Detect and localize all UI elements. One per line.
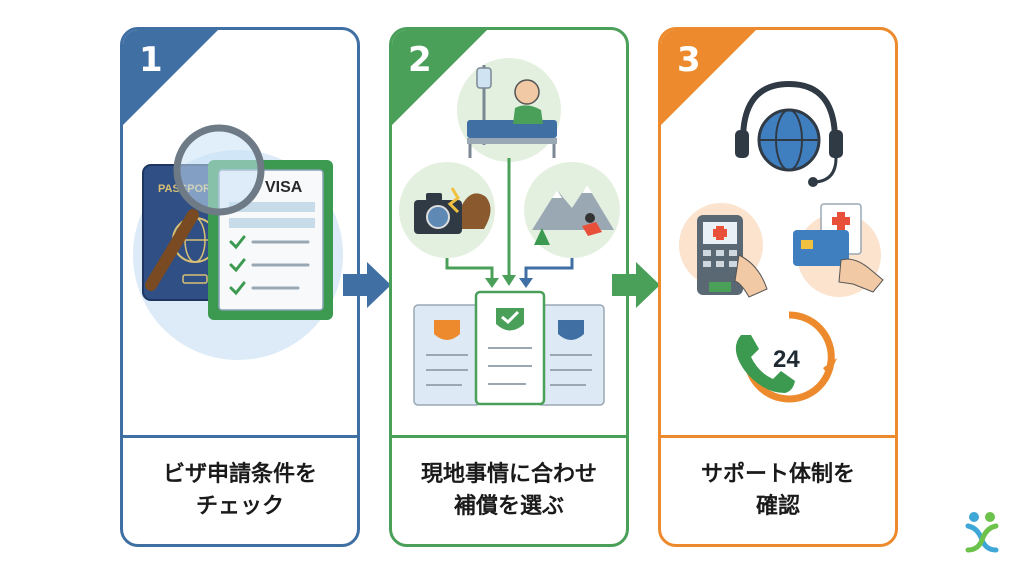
payment-terminal-icon [679, 203, 768, 298]
damaged-camera-icon [399, 162, 495, 258]
caption-line-2: 確認 [755, 494, 800, 519]
card-divider [661, 435, 895, 438]
step-number: 3 [677, 40, 701, 80]
coverage-selection-illustration [399, 58, 620, 406]
step-card-1: 1 PASSPORT VISA [120, 27, 360, 547]
headset-globe-icon [735, 80, 843, 187]
hospital-bed-icon [457, 58, 561, 162]
step-card-3: 3 [658, 27, 898, 547]
step-caption: ビザ申請条件を チェック [123, 438, 357, 544]
step-card-2: 2 [389, 27, 629, 547]
svg-text:24: 24 [773, 346, 800, 373]
step-corner-badge [123, 30, 218, 125]
insurance-plan-options-icon [413, 290, 605, 406]
step-caption: 現地事情に合わせ 補償を選ぶ [392, 438, 626, 544]
caption-line-2: 補償を選ぶ [453, 494, 564, 519]
brand-logo-icon [965, 512, 999, 553]
credit-card-icon [793, 203, 884, 297]
support-system-illustration: 24 [679, 80, 884, 403]
step-number: 1 [139, 40, 163, 80]
step-caption: サポート体制を 確認 [661, 438, 895, 544]
caption-line-2: チェック [195, 494, 284, 519]
svg-text:VISA: VISA [265, 179, 303, 196]
caption-line-1: 現地事情に合わせ [420, 462, 597, 488]
mountain-accident-icon [524, 162, 620, 258]
caption-line-1: ビザ申請条件を [162, 462, 317, 488]
step-corner-badge [661, 30, 756, 125]
card-divider [123, 435, 357, 438]
step-number: 2 [408, 40, 432, 80]
24-hour-support-icon: 24 [735, 311, 837, 403]
magnifying-glass-icon [145, 124, 265, 291]
visa-check-illustration: PASSPORT VISA [133, 124, 343, 360]
arrow-right-icon [343, 262, 391, 308]
card-divider [392, 435, 626, 438]
arrow-right-icon [612, 262, 660, 308]
caption-line-1: サポート体制を [700, 462, 855, 488]
